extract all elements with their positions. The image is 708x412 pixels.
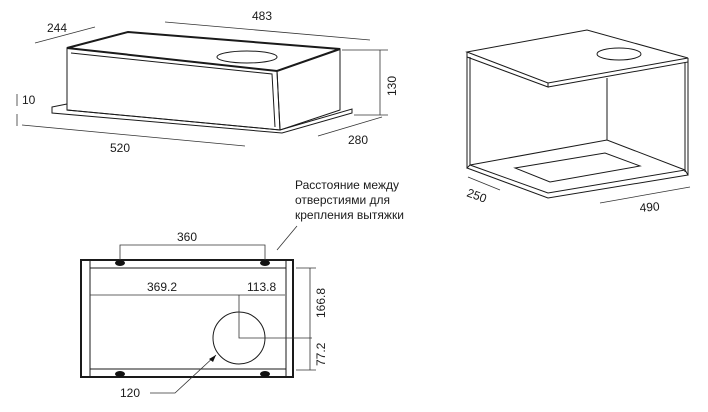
dim-483-line <box>164 21 371 41</box>
dim-520-line <box>21 124 246 147</box>
dim-360: 360 <box>177 230 197 244</box>
mount-hole <box>260 371 270 377</box>
dim-369-2: 369.2 <box>147 280 177 294</box>
cabinet-top <box>465 29 689 84</box>
dim-483: 483 <box>252 9 272 23</box>
dim-490: 490 <box>639 199 660 215</box>
dim-520: 520 <box>110 141 130 155</box>
mount-hole <box>115 371 125 377</box>
cabinet-isometric: 250 490 <box>465 29 691 215</box>
mount-hole <box>115 260 125 266</box>
dim-166-8: 166.8 <box>314 288 328 318</box>
plan-view: Расстояние между отверстиями для креплен… <box>80 178 404 400</box>
dim-10: 10 <box>22 93 36 107</box>
note-line-1: Расстояние между <box>295 178 399 192</box>
dim-244-line <box>34 26 96 44</box>
hood-isometric: 483 244 130 10 520 280 <box>16 9 399 155</box>
duct-hole <box>216 50 278 64</box>
dim-360-line <box>119 244 266 260</box>
mount-hole <box>260 260 270 266</box>
dim-113-8: 113.8 <box>247 280 276 294</box>
dim-120: 120 <box>120 386 140 400</box>
dim-280: 280 <box>348 133 368 147</box>
note-leader <box>276 225 298 251</box>
dim-120-leader <box>150 354 217 394</box>
hood-top-face <box>66 30 341 73</box>
cabinet-hole <box>596 47 642 61</box>
dim-77-2: 77.2 <box>314 342 328 366</box>
hood-side-face <box>276 48 341 131</box>
dim-244: 244 <box>47 21 67 35</box>
note-line-2: отверстиями для <box>295 193 390 207</box>
dim-250: 250 <box>465 186 489 206</box>
hood-front-inner <box>70 52 276 128</box>
plan-outline <box>80 259 294 378</box>
dim-280-line <box>317 116 383 137</box>
note-line-3: крепления вытяжки <box>295 208 404 222</box>
dim-130: 130 <box>385 76 399 96</box>
hood-flange <box>51 103 353 134</box>
